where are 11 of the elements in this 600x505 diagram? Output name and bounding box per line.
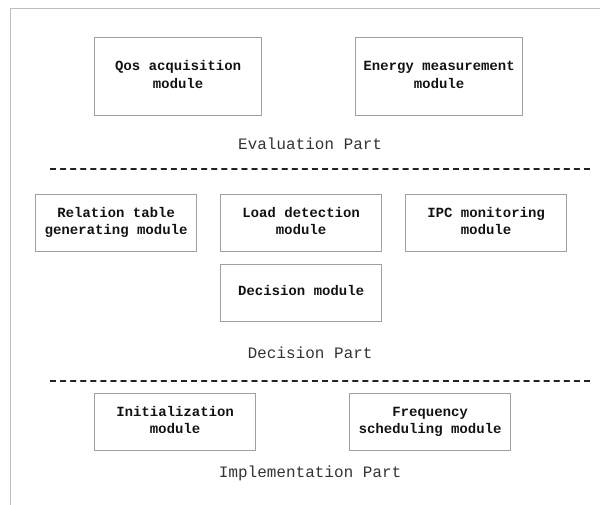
module-box: Frequency scheduling module — [349, 393, 511, 451]
section-label: Implementation Part — [218, 463, 402, 484]
module-box: Energy measurement module — [355, 37, 523, 116]
module-box: Initialization module — [94, 393, 256, 451]
module-box: Load detection module — [220, 194, 382, 252]
section-label: Decision Part — [248, 344, 372, 365]
module-box: Relation table generating module — [35, 194, 197, 252]
module-box: Qos acquisition module — [94, 37, 262, 116]
module-box: IPC monitoring module — [405, 194, 567, 252]
module-box: Decision module — [220, 264, 382, 322]
section-label: Evaluation Part — [238, 135, 382, 156]
